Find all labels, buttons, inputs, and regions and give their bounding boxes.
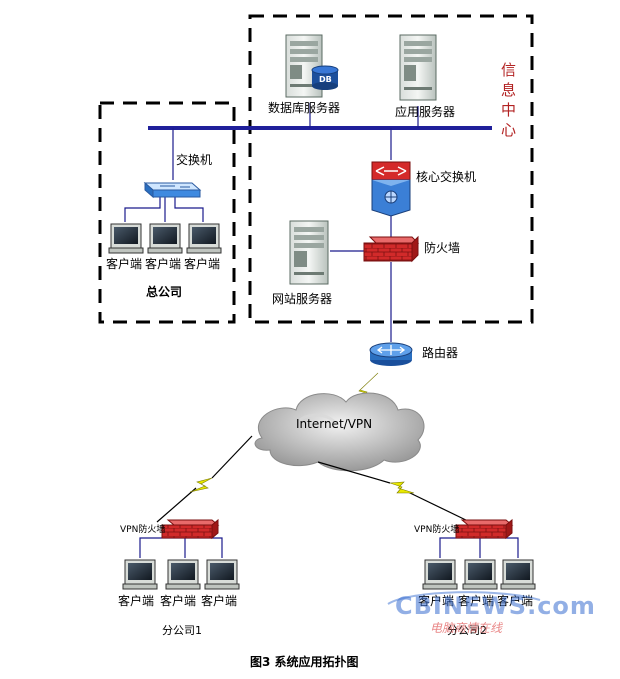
wan-link-branch2 <box>317 461 471 523</box>
vpn-firewall-icon <box>161 518 220 540</box>
router-icon <box>369 342 413 366</box>
application-server-label: 应用服务器 <box>395 104 455 119</box>
db-badge: DB <box>319 75 332 84</box>
svg-text:中: 中 <box>501 101 516 119</box>
head-office-region <box>98 101 236 324</box>
client-label: 客户端 <box>118 593 154 608</box>
lightning-icon <box>189 477 213 493</box>
watermark-text: CBINEWS.com <box>395 592 596 620</box>
switch-icon <box>143 181 202 199</box>
figure-caption: 图3 系统应用拓扑图 <box>250 654 359 669</box>
svg-text:信: 信 <box>501 61 516 79</box>
client-label: 客户端 <box>145 256 181 271</box>
client-label: 客户端 <box>418 593 454 608</box>
database-server-label: 数据库服务器 <box>268 100 340 115</box>
client-icon <box>186 223 222 254</box>
web-server-icon <box>289 220 329 285</box>
wan-link-branch1 <box>156 435 253 523</box>
application-server-icon <box>399 34 437 101</box>
lightning-icon <box>389 481 415 494</box>
watermark-subtext: 电脑商情在线 <box>430 621 503 635</box>
client-label: 客户端 <box>160 593 196 608</box>
core-switch-icon <box>371 161 411 217</box>
router-label: 路由器 <box>422 345 458 360</box>
client-icon <box>422 559 458 590</box>
branch2-label: 分公司2 <box>447 624 487 637</box>
info-center-label: 信 息 中 心 <box>501 61 516 139</box>
client-label: 客户端 <box>458 593 494 608</box>
firewall-label: 防火墙 <box>424 240 460 255</box>
database-server-icon: DB <box>285 34 339 98</box>
svg-text:心: 心 <box>501 121 516 139</box>
client-label: 客户端 <box>201 593 237 608</box>
svg-text:息: 息 <box>501 81 516 99</box>
watermark-logo: CBINEWS.com 电脑商情在线 <box>387 591 596 635</box>
info-center-region <box>248 14 534 324</box>
internet-cloud-icon <box>254 392 425 472</box>
head-office-label: 总公司 <box>146 284 182 299</box>
client-icon <box>500 559 536 590</box>
client-icon <box>147 223 183 254</box>
internet-vpn-label: Internet/VPN <box>296 417 372 431</box>
vpn-firewall-label: VPN防火墙 <box>414 523 459 535</box>
core-switch-label: 核心交换机 <box>416 169 476 184</box>
client-label: 客户端 <box>106 256 142 271</box>
client-icon <box>108 223 144 254</box>
web-server-label: 网站服务器 <box>272 291 332 306</box>
client-icon <box>204 559 240 590</box>
client-icon <box>462 559 498 590</box>
switch-label: 交换机 <box>176 152 212 167</box>
client-label: 客户端 <box>184 256 220 271</box>
client-icon <box>122 559 158 590</box>
branch1-label: 分公司1 <box>162 624 202 637</box>
vpn-firewall-icon <box>455 518 514 540</box>
vpn-firewall-label: VPN防火墙 <box>120 523 165 535</box>
client-icon <box>165 559 201 590</box>
firewall-icon <box>363 235 420 263</box>
